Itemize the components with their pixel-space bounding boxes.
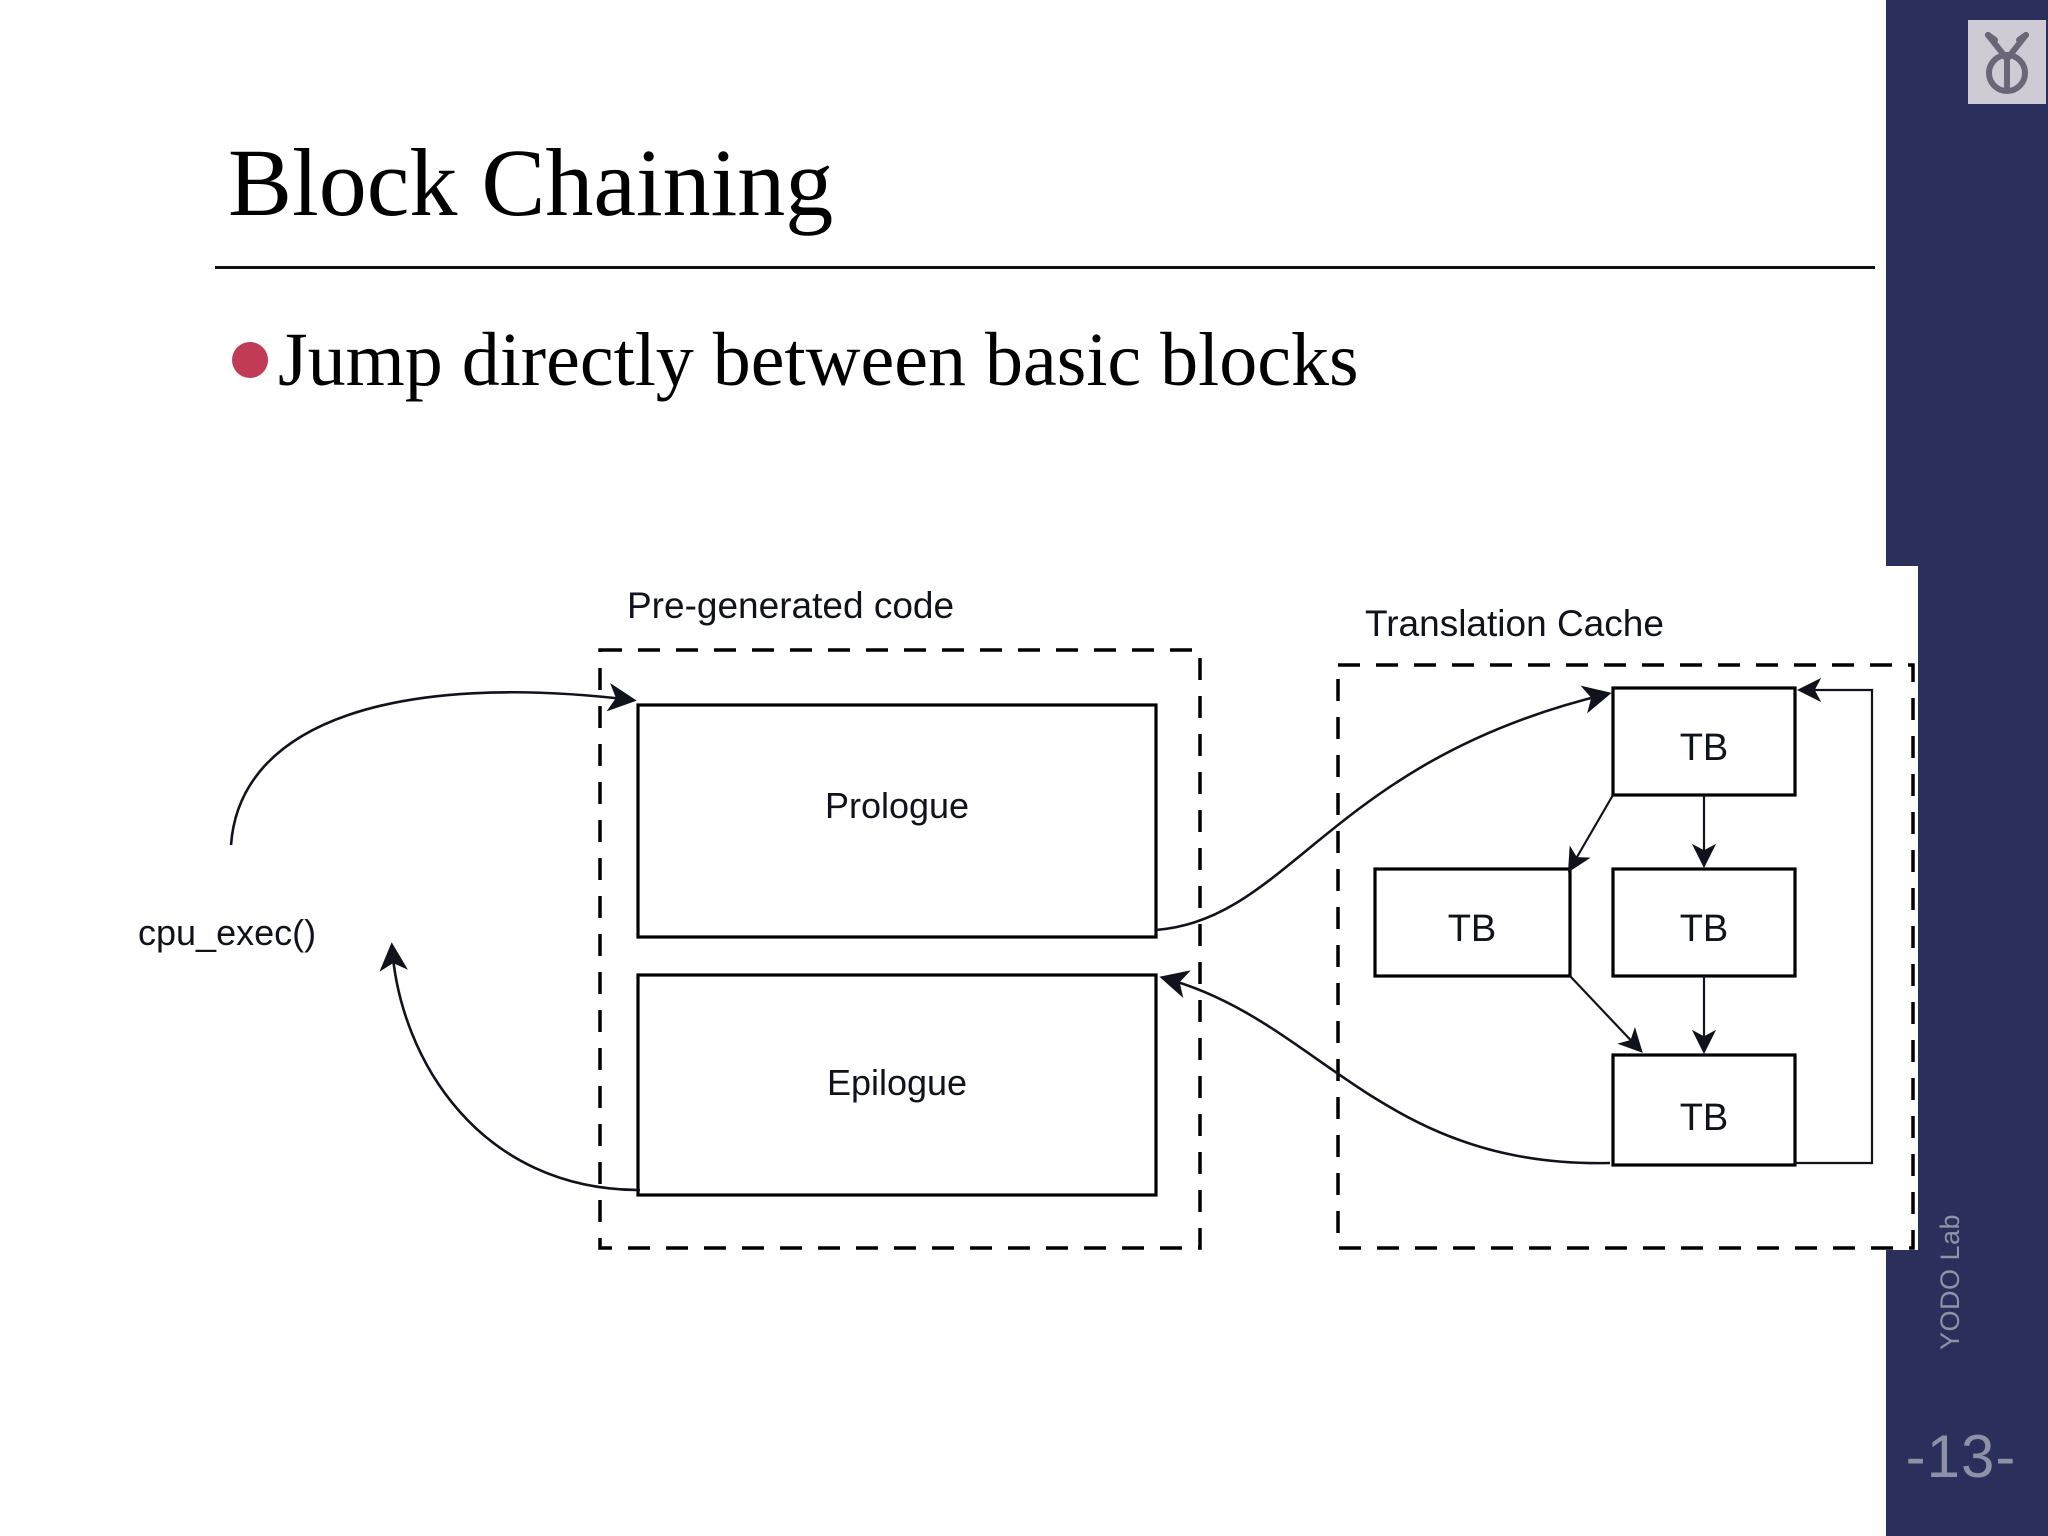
box-label-prologue: Prologue bbox=[825, 785, 969, 826]
group-box-pre-generated-code bbox=[598, 648, 1202, 1250]
edge-tb-top-to-tb-mid-left bbox=[1567, 794, 1614, 873]
yodo-lab-logo-icon bbox=[1968, 20, 2046, 104]
box-label-tb-top: TB bbox=[1680, 727, 1729, 769]
edge-tb-mid-left-to-tb-bottom bbox=[1569, 975, 1643, 1053]
edge-cpuexec-to-prologue bbox=[229, 682, 637, 846]
box-prologue bbox=[636, 703, 1158, 939]
box-epilogue bbox=[636, 973, 1158, 1197]
box-tb-bottom bbox=[1611, 1053, 1797, 1167]
edge-tb-bottom-to-tb-top-chain bbox=[1795, 677, 1874, 1165]
sidebar-band-middle bbox=[1918, 566, 2048, 1250]
label-cpu-exec: cpu_exec() bbox=[138, 912, 316, 953]
box-label-epilogue: Epilogue bbox=[827, 1062, 967, 1103]
group-label-translation-cache: Translation Cache bbox=[1365, 603, 1664, 644]
title-divider bbox=[215, 266, 1875, 269]
edge-tb-bottom-to-epilogue bbox=[1159, 970, 1611, 1165]
group-box-translation-cache bbox=[1336, 663, 1915, 1250]
box-label-tb-bottom: TB bbox=[1680, 1097, 1729, 1139]
box-tb-top bbox=[1611, 686, 1797, 797]
edge-prologue-to-tb-top bbox=[1155, 685, 1612, 932]
bullet-dot-icon bbox=[232, 342, 268, 378]
bullet-item: Jump directly between basic blocks bbox=[232, 318, 1359, 402]
sidebar-lab-label: YODO Lab bbox=[1935, 1213, 1965, 1350]
box-label-tb-mid-right: TB bbox=[1680, 908, 1729, 950]
page-title: Block Chaining bbox=[228, 129, 834, 236]
box-tb-mid-right bbox=[1611, 867, 1797, 978]
group-label-pre-generated-code: Pre-generated code bbox=[627, 585, 954, 626]
box-tb-mid-left bbox=[1373, 867, 1572, 978]
box-label-tb-mid-left: TB bbox=[1448, 908, 1497, 950]
sidebar-band-bottom bbox=[1886, 1250, 2048, 1536]
bullet-item-label: Jump directly between basic blocks bbox=[278, 318, 1359, 402]
page-number: -13- bbox=[1905, 1423, 2017, 1490]
edge-epilogue-to-cpuexec bbox=[379, 942, 641, 1192]
